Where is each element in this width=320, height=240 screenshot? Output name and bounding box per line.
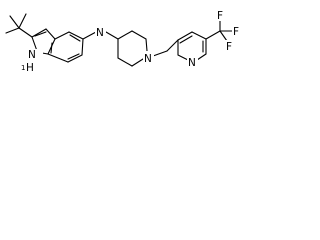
piperidine-ring [117, 30, 148, 67]
bond-pyr-cf3 [205, 30, 221, 40]
bond-c5-c6 [81, 38, 84, 56]
indole-n-label: N [28, 49, 36, 61]
fluorine-bottom-label: F [226, 41, 232, 53]
atom-label-f-bottom: F [225, 40, 234, 53]
bond-c3-c3a [45, 28, 56, 40]
pyridine-n-label: N [188, 57, 196, 69]
methylene-bridge [152, 39, 179, 57]
bond-pyr-c6-n [196, 53, 207, 61]
atom-label-amine-n: N [95, 25, 106, 39]
bond-pip-c6-c5 [117, 57, 133, 67]
bond-pyr-c4-c5 [191, 31, 207, 40]
amine-linker [82, 31, 119, 40]
bond-pyr-c3-c4 [177, 31, 193, 41]
fluorine-top-label: F [217, 10, 223, 22]
bond-c3a-c4 [54, 31, 70, 40]
bond-c2-c3 [31, 28, 47, 38]
piperidine-n-label: N [144, 53, 152, 65]
atom-label-f-top: F [216, 9, 225, 22]
bond-c6-c7-double [67, 53, 80, 60]
bond-tbu-methyl-2 [18, 13, 27, 29]
bond-pip-c4-c3 [117, 30, 133, 40]
bond-pyr-c3-c4-double [179, 35, 193, 44]
indole-h-label: H [26, 62, 34, 74]
bond-c7-c7a [47, 53, 69, 63]
bond-c4-c5-double [69, 34, 81, 42]
molecule-structure-diagram: N 1 H N N N F F F [5, 9, 241, 74]
bond-pyr-n-c2 [177, 54, 189, 61]
trifluoromethyl-group [205, 19, 233, 42]
atom-label-indole-nh: N 1 H [21, 49, 43, 74]
bond-tbu-to-indole [18, 27, 33, 38]
bond-c2-c3-double [34, 31, 47, 37]
bond-tbu-methyl-1 [9, 15, 20, 29]
atom-label-pyridine-n: N [187, 55, 198, 69]
bond-c5-nh [82, 31, 97, 40]
bond-c-f-bottom [219, 30, 228, 42]
bond-n1-ch2 [152, 50, 168, 57]
bond-ch2-pyr [166, 39, 179, 52]
bond-pip-c2-n1 [145, 38, 148, 52]
bond-c3a-c7a-double [50, 42, 53, 54]
atom-label-piperidine-n: N [143, 51, 154, 65]
bond-tbu-methyl-3 [5, 27, 20, 34]
indole-nh-subscript: 1 [21, 64, 25, 72]
bond-pip-c3-c2 [131, 30, 147, 40]
amine-n-label: N [96, 27, 104, 39]
bond-nh-c4pip [105, 31, 119, 40]
pyridine-ring [177, 31, 207, 61]
bond-c2-n1 [31, 36, 38, 52]
bond-c4-c5 [68, 31, 84, 40]
tert-butyl-group [5, 13, 33, 38]
bond-pip-n1-c6 [131, 58, 144, 67]
indole-benzene-ring [47, 31, 84, 63]
bond-c6-c7 [67, 54, 83, 63]
fluorine-right-label: F [233, 26, 239, 38]
atom-label-f-right: F [232, 25, 241, 38]
